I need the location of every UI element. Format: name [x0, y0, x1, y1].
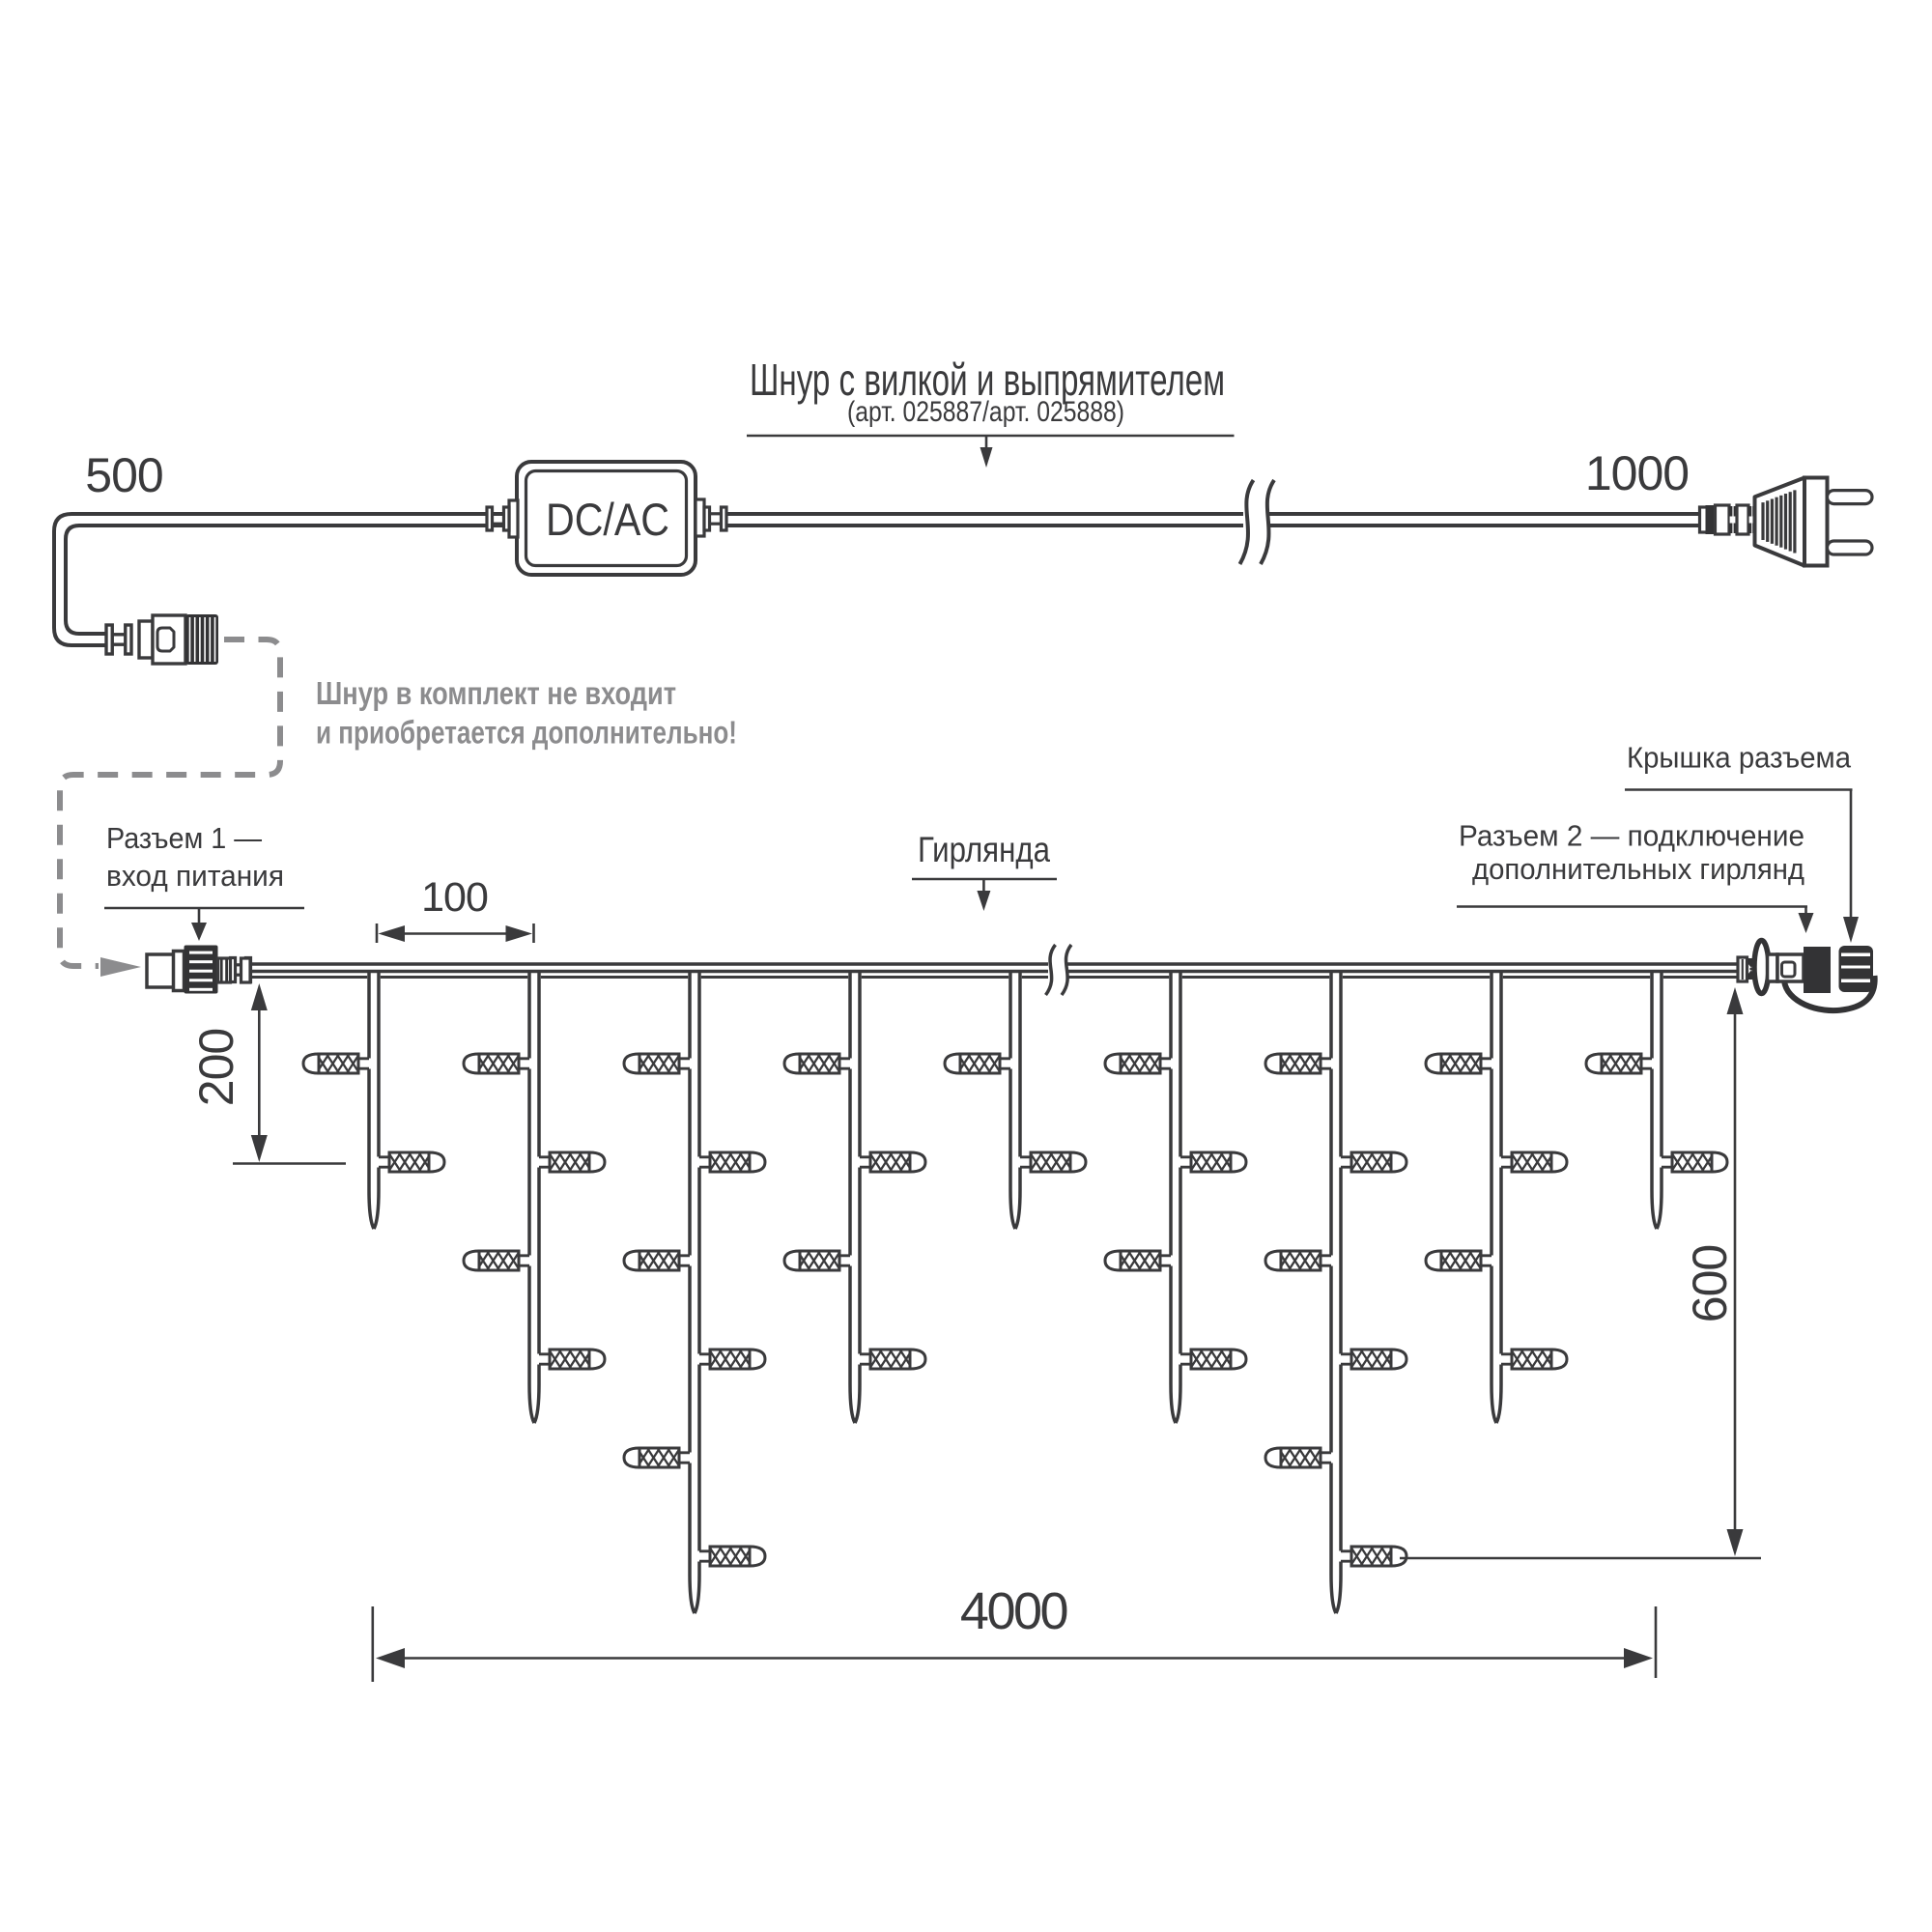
- svg-text:500: 500: [85, 448, 162, 502]
- svg-text:4000: 4000: [960, 1582, 1067, 1640]
- svg-text:100: 100: [421, 874, 488, 921]
- svg-text:200: 200: [189, 1029, 243, 1106]
- svg-text:DC/AC: DC/AC: [546, 494, 669, 545]
- svg-text:Гирлянда: Гирлянда: [918, 830, 1050, 869]
- svg-text:дополнительных гирлянд: дополнительных гирлянд: [1472, 852, 1804, 886]
- svg-text:1000: 1000: [1585, 446, 1689, 500]
- svg-text:(арт. 025887/арт. 025888): (арт. 025887/арт. 025888): [847, 396, 1124, 428]
- svg-text:и приобретается дополнительно!: и приобретается дополнительно!: [316, 715, 737, 751]
- svg-text:вход питания: вход питания: [106, 859, 284, 893]
- svg-text:Разъем 2 — подключение: Разъем 2 — подключение: [1459, 819, 1804, 853]
- svg-text:Разъем 1 —: Разъем 1 —: [106, 821, 262, 855]
- svg-text:Шнур с вилкой и выпрямителем: Шнур с вилкой и выпрямителем: [750, 355, 1225, 405]
- svg-text:600: 600: [1683, 1245, 1737, 1322]
- svg-text:Крышка разъема: Крышка разъема: [1627, 741, 1852, 775]
- svg-text:Шнур в комплект не входит: Шнур в комплект не входит: [316, 675, 676, 711]
